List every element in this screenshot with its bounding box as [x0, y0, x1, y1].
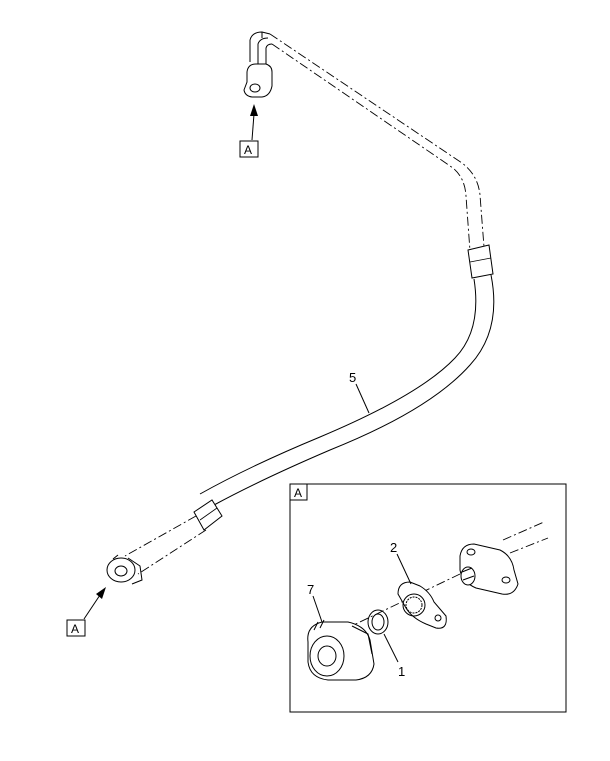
left-ref-label: A — [71, 622, 79, 636]
bottom-fitting — [106, 554, 143, 585]
top-ref-label: A — [244, 143, 252, 157]
callout-5-leader — [355, 383, 370, 414]
upper-pipe-top-edge — [269, 33, 485, 248]
detail-inset: A — [289, 483, 567, 713]
callout-7-leader — [312, 595, 323, 623]
callout-1: 1 — [398, 664, 405, 679]
arrow-up-right-icon — [96, 587, 106, 599]
inset-fitting-body — [307, 619, 375, 681]
inset-o-ring — [367, 609, 389, 635]
inset-frame — [289, 483, 567, 713]
callout-2: 2 — [390, 540, 397, 555]
callout-1-leader — [383, 633, 399, 663]
lower-pipe-top-edge — [124, 515, 197, 557]
inset-ref-label: A — [294, 486, 302, 500]
upper-pipe-bottom-edge — [271, 43, 471, 252]
lower-sleeve — [193, 499, 223, 531]
top-fitting — [243, 31, 273, 98]
upper-sleeve — [467, 244, 494, 279]
hose-inner-edge — [199, 278, 477, 495]
inset-gasket — [397, 581, 447, 629]
callout-5: 5 — [349, 370, 356, 385]
callout-7: 7 — [307, 582, 314, 597]
lower-pipe-bottom-edge — [137, 529, 207, 575]
hose-outer-edge — [213, 274, 495, 506]
left-reference: A — [66, 587, 106, 637]
top-reference: A — [239, 104, 259, 158]
inset-flange-fitting — [459, 543, 519, 595]
callout-2-leader — [396, 553, 412, 585]
hose-assembly: 5 — [106, 31, 495, 585]
arrow-up-icon — [250, 104, 258, 116]
